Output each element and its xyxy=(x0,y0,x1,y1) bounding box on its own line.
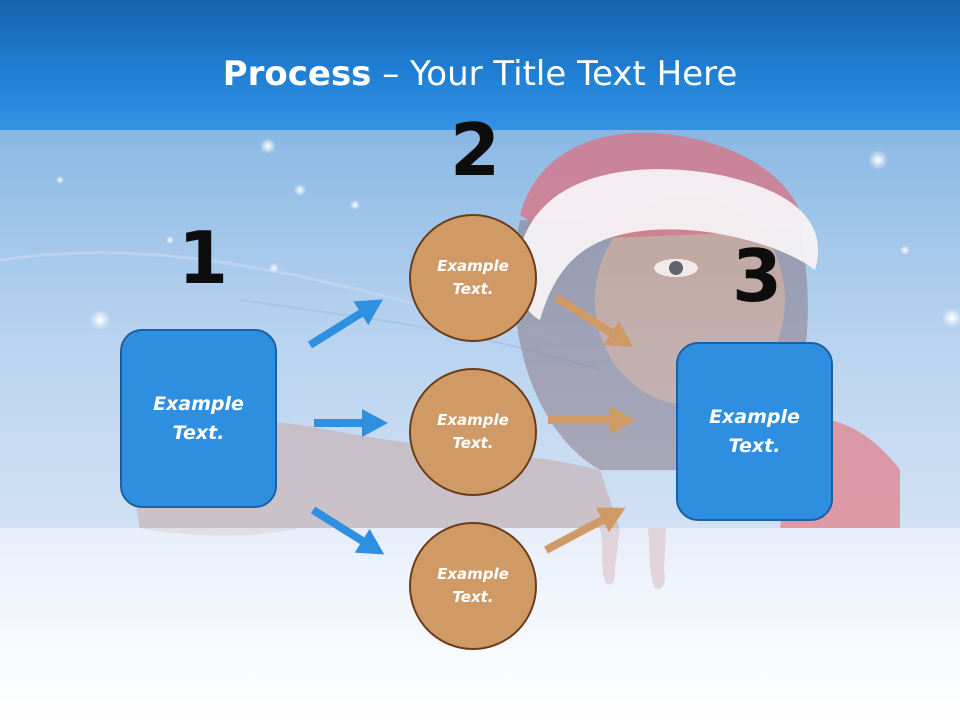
step-number-3: 3 xyxy=(732,234,783,318)
circle-top: Example Text. xyxy=(409,214,537,342)
start-box: Example Text. xyxy=(120,329,277,508)
end-box-label: Example Text. xyxy=(709,405,800,457)
arrow-blue-down xyxy=(310,506,385,555)
start-box-label: Example Text. xyxy=(153,392,244,444)
slide-title: Process – Your Title Text Here xyxy=(0,52,960,96)
circle-middle-label: Example Text. xyxy=(437,411,509,452)
arrow-tan-down xyxy=(553,293,634,348)
arrow-tan-right xyxy=(548,406,636,434)
header-band xyxy=(0,0,960,130)
circle-bottom-label: Example Text. xyxy=(437,565,509,606)
end-box: Example Text. xyxy=(676,342,833,521)
arrow-tan-up xyxy=(544,507,626,554)
circle-top-label: Example Text. xyxy=(437,257,509,298)
step-number-1: 1 xyxy=(178,216,229,300)
arrow-blue-right xyxy=(314,409,388,437)
arrow-blue-up xyxy=(307,299,383,349)
title-rest: – Your Title Text Here xyxy=(371,54,738,94)
title-bold: Process xyxy=(222,54,372,94)
circle-bottom: Example Text. xyxy=(409,522,537,650)
hand-fingers-illustration xyxy=(140,528,666,589)
circle-middle: Example Text. xyxy=(409,368,537,496)
step-number-2: 2 xyxy=(450,108,501,192)
